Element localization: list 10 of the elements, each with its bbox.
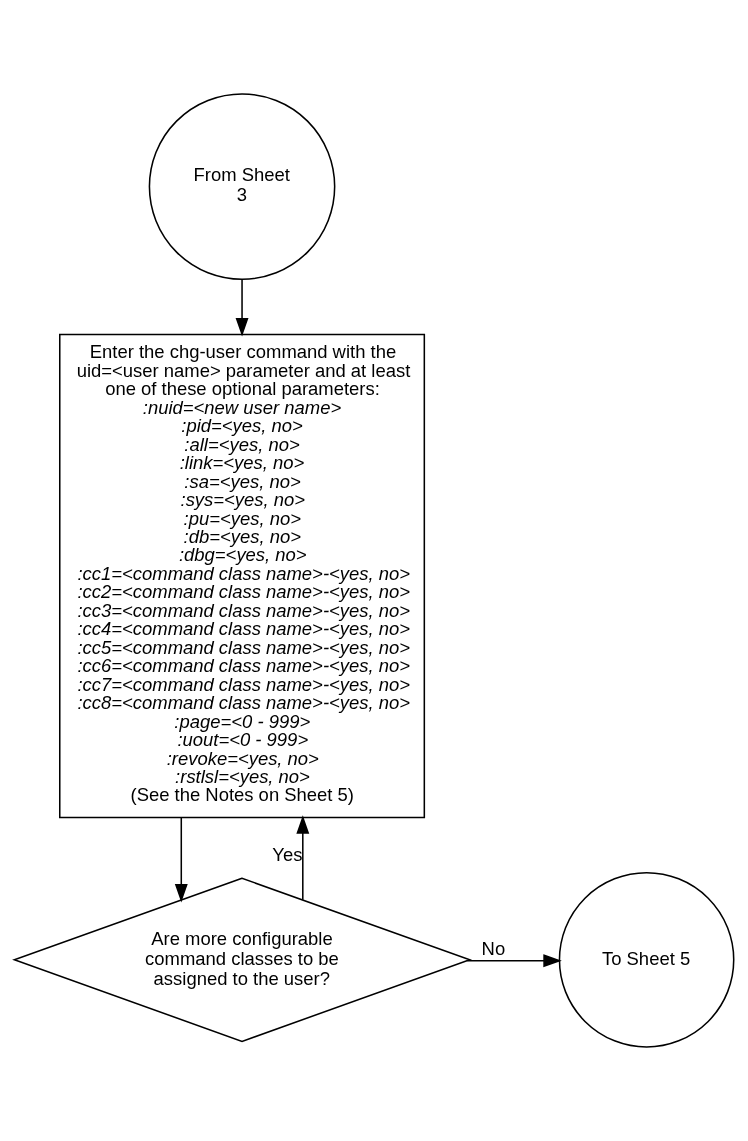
node-circle: From Sheet 3 xyxy=(148,93,336,280)
arrow xyxy=(174,817,188,903)
node-circle: To Sheet 5 xyxy=(558,871,735,1048)
node-diamond: Are more configurable command classes to be assigned to the user? xyxy=(12,877,472,1043)
arrow xyxy=(466,954,562,968)
arrow xyxy=(296,815,310,901)
edge-label: Yes xyxy=(272,844,303,866)
edge-label: No xyxy=(481,938,506,960)
node-box: Enter the chg-user command with the uid=<user name> parameter and at least one of these optional parameters: :nuid=<new user name> :pid=<yes, no> :all=<yes, no> :link=<yes, no> :sa=<yes, no> :sys=<yes, no> :pu=<yes, no> :db=<yes, no> :dbg=<yes, no> :cc1=<command class name>-<yes, no> :cc2=<command class name>-<yes, no> :cc3=<command class name>-<yes, no> :cc4=<command class name>-<yes, no> :cc5=<command class name>-<yes, no> :cc6=<command class name>-<yes, no> :cc7=<command class name>-<yes, no> :cc8=<command class name>-<yes, no> :page=<0 - 999> :uout=<0 - 999> :revoke=<yes, no> :rstlsl=<yes, no> (See the Notes on Sheet 5) xyxy=(59,333,426,819)
arrow xyxy=(235,278,249,337)
